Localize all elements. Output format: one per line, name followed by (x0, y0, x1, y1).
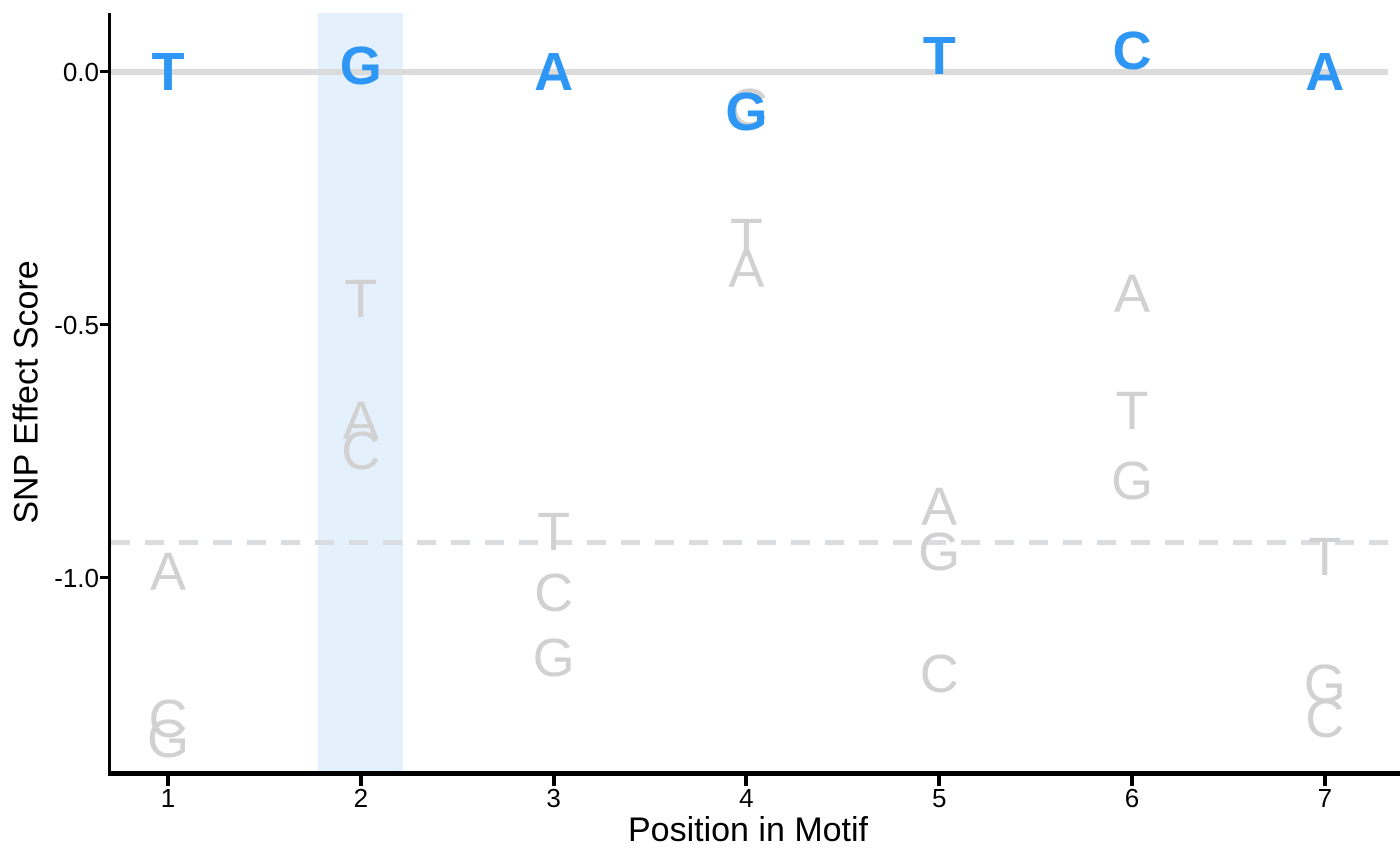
reference-base-letter: G (339, 36, 382, 97)
y-tick-label: 0.0 (62, 56, 99, 87)
alternate-base-letter: T (1115, 380, 1149, 441)
y-tick-label: -1.0 (54, 562, 99, 593)
reference-base-letter: G (725, 81, 768, 142)
reference-base-letter: T (922, 26, 956, 87)
alternate-base-letter: C (534, 562, 574, 623)
alternate-base-letter: T (729, 208, 763, 269)
alternate-base-letter: G (532, 628, 575, 689)
x-axis-spine (108, 771, 1400, 776)
alternate-base-letter: T (344, 269, 378, 330)
x-tick-label: 2 (353, 783, 369, 813)
alternate-base-letter: C (728, 78, 768, 139)
reference-base-letter: A (1305, 41, 1345, 102)
x-axis-tick (551, 776, 556, 786)
y-axis-tick (100, 70, 108, 73)
alternate-base-letter: C (341, 421, 381, 481)
alternate-base-letter: C (919, 643, 959, 704)
alternate-base-letter: A (342, 390, 379, 451)
alternate-base-letter: T (1308, 527, 1342, 588)
y-tick-label: -0.5 (54, 309, 99, 340)
alternate-base-letter: G (1110, 451, 1154, 512)
alternate-base-letter: G (918, 522, 961, 583)
alternate-base-letter: C (148, 689, 188, 750)
x-axis-title: Position in Motif (628, 811, 868, 849)
x-tick-label: 6 (1124, 783, 1140, 813)
y-axis-spine (108, 13, 111, 776)
highlight-band (318, 13, 404, 771)
reference-base-letter: C (1112, 21, 1152, 82)
y-axis-tick (100, 576, 108, 579)
x-tick-label: 3 (546, 783, 561, 813)
x-axis-tick (937, 776, 942, 786)
alternate-base-letter: G (1303, 653, 1346, 714)
alternate-base-letter: T (537, 501, 571, 562)
alternate-base-letter: A (921, 476, 958, 537)
zero-reference-line (111, 68, 1388, 75)
threshold-dashed-line (111, 539, 1388, 545)
reference-base-letter: T (151, 41, 185, 102)
reference-base-letter: A (534, 41, 574, 102)
x-axis-tick (1322, 776, 1327, 786)
x-axis-tick (166, 776, 170, 786)
x-tick-label: 1 (160, 783, 176, 813)
x-axis-tick (1130, 776, 1134, 786)
x-tick-label: 7 (1317, 783, 1333, 813)
x-tick-label: 5 (931, 783, 947, 813)
alternate-base-letter: A (1113, 264, 1151, 325)
alternate-base-letter: A (728, 238, 765, 299)
alternate-base-letter: G (146, 709, 190, 770)
y-axis-title: SNP Effect Score (7, 260, 46, 524)
y-axis-tick (100, 323, 108, 326)
x-axis-tick (744, 776, 749, 786)
alternate-base-letter: C (1305, 689, 1345, 750)
x-tick-label: 4 (739, 783, 754, 813)
alternate-base-letter: A (149, 542, 187, 603)
x-axis-tick (358, 776, 363, 786)
